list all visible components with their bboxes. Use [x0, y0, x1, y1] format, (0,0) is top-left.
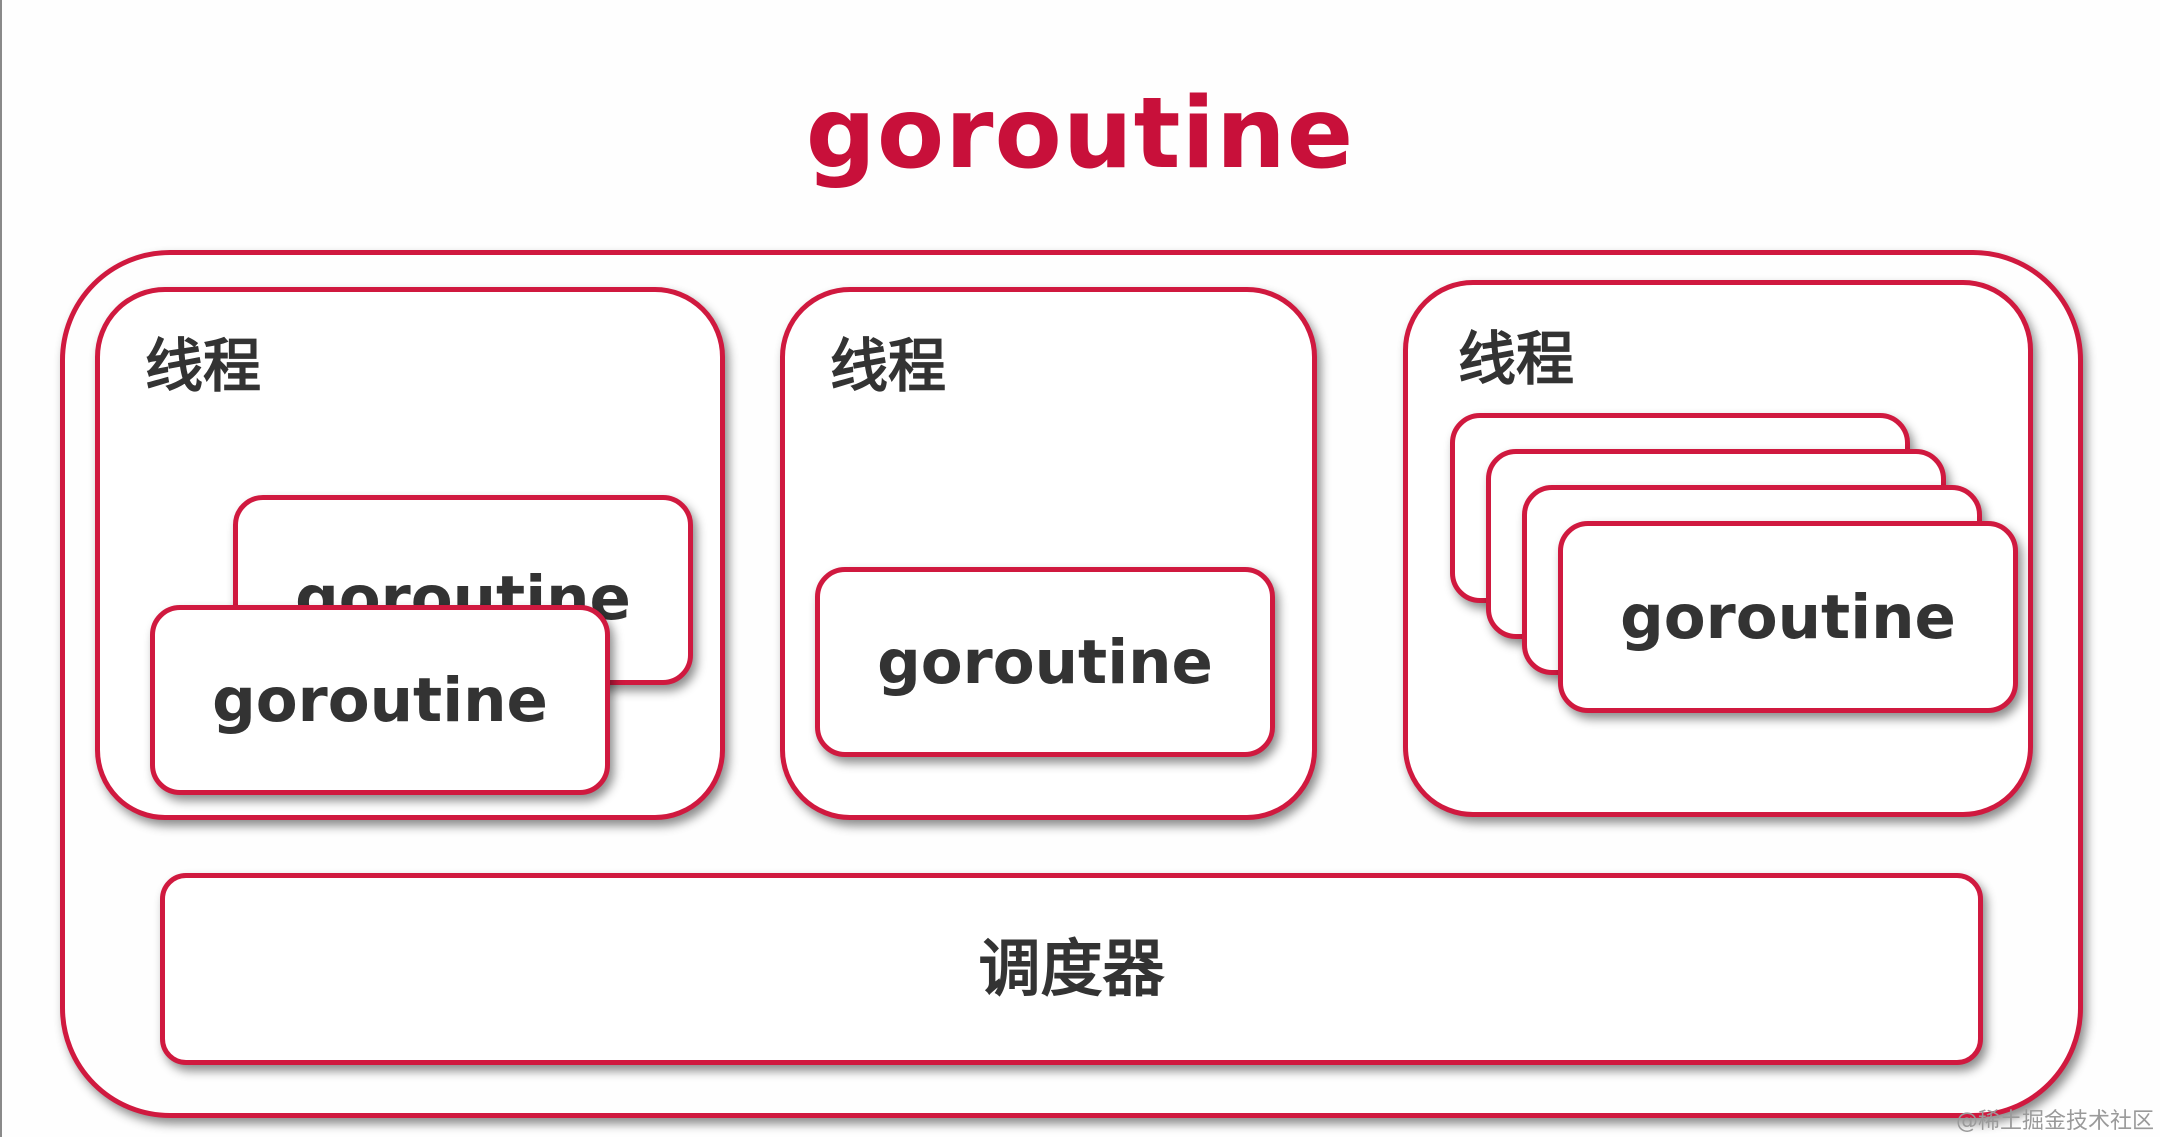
left-edge-line [0, 0, 2, 1137]
goroutine-label: goroutine [1620, 581, 1956, 653]
thread-label: 线程 [1458, 325, 1575, 393]
goroutine-box-front: goroutine [150, 605, 610, 795]
goroutine-label: goroutine [877, 626, 1213, 698]
scheduler-box: 调度器 [160, 873, 1983, 1065]
goroutine-box: goroutine [815, 567, 1275, 757]
scheduler-label: 调度器 [978, 932, 1165, 1005]
diagram-title: goroutine [805, 77, 1355, 191]
watermark: @稀土掘金技术社区 [1955, 1109, 2154, 1134]
goroutine-box-front: goroutine [1558, 521, 2018, 713]
goroutine-label: goroutine [212, 664, 548, 736]
thread-label: 线程 [145, 332, 262, 400]
thread-label: 线程 [830, 332, 947, 400]
